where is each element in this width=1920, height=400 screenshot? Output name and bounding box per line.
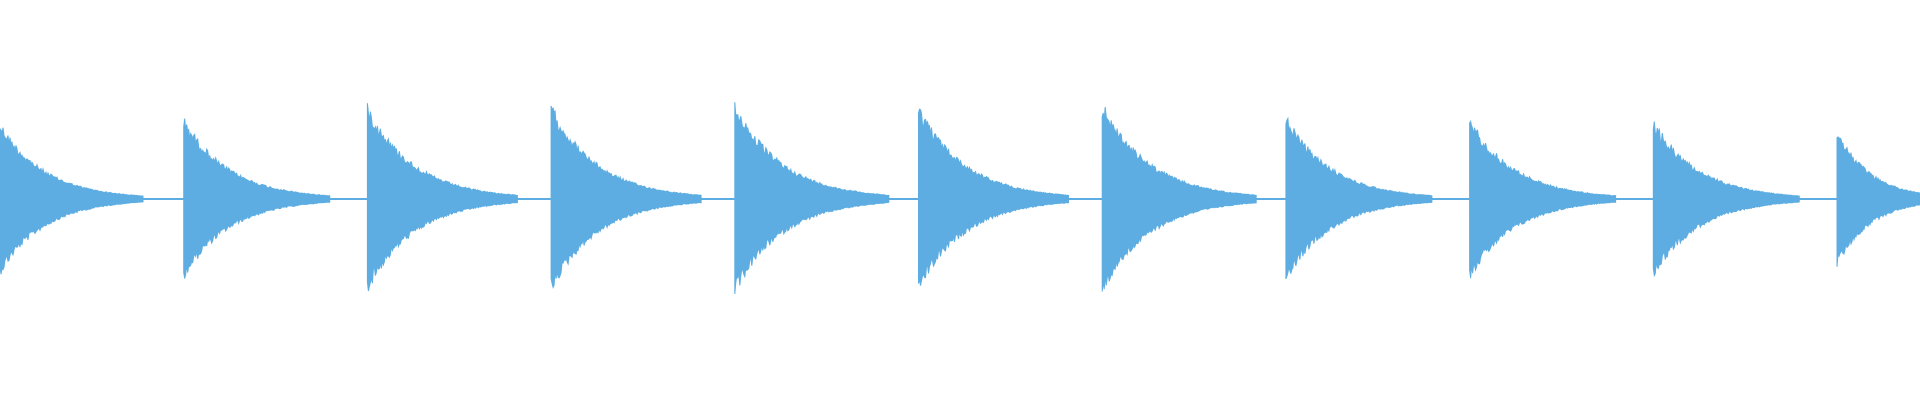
waveform-pulse [1469, 120, 1617, 279]
waveform-pulse [366, 103, 518, 292]
waveform-pulses [0, 102, 1920, 294]
waveform-pulse [0, 127, 144, 275]
waveform-pulse [1836, 136, 1920, 267]
waveform-pulse [183, 118, 331, 279]
waveform-pulse [1285, 116, 1433, 280]
waveform-pulse [918, 108, 1069, 286]
waveform-pulse [550, 105, 702, 289]
waveform-pulse [734, 102, 890, 294]
waveform-pulse [1101, 107, 1257, 292]
waveform-pulse [1652, 121, 1800, 278]
